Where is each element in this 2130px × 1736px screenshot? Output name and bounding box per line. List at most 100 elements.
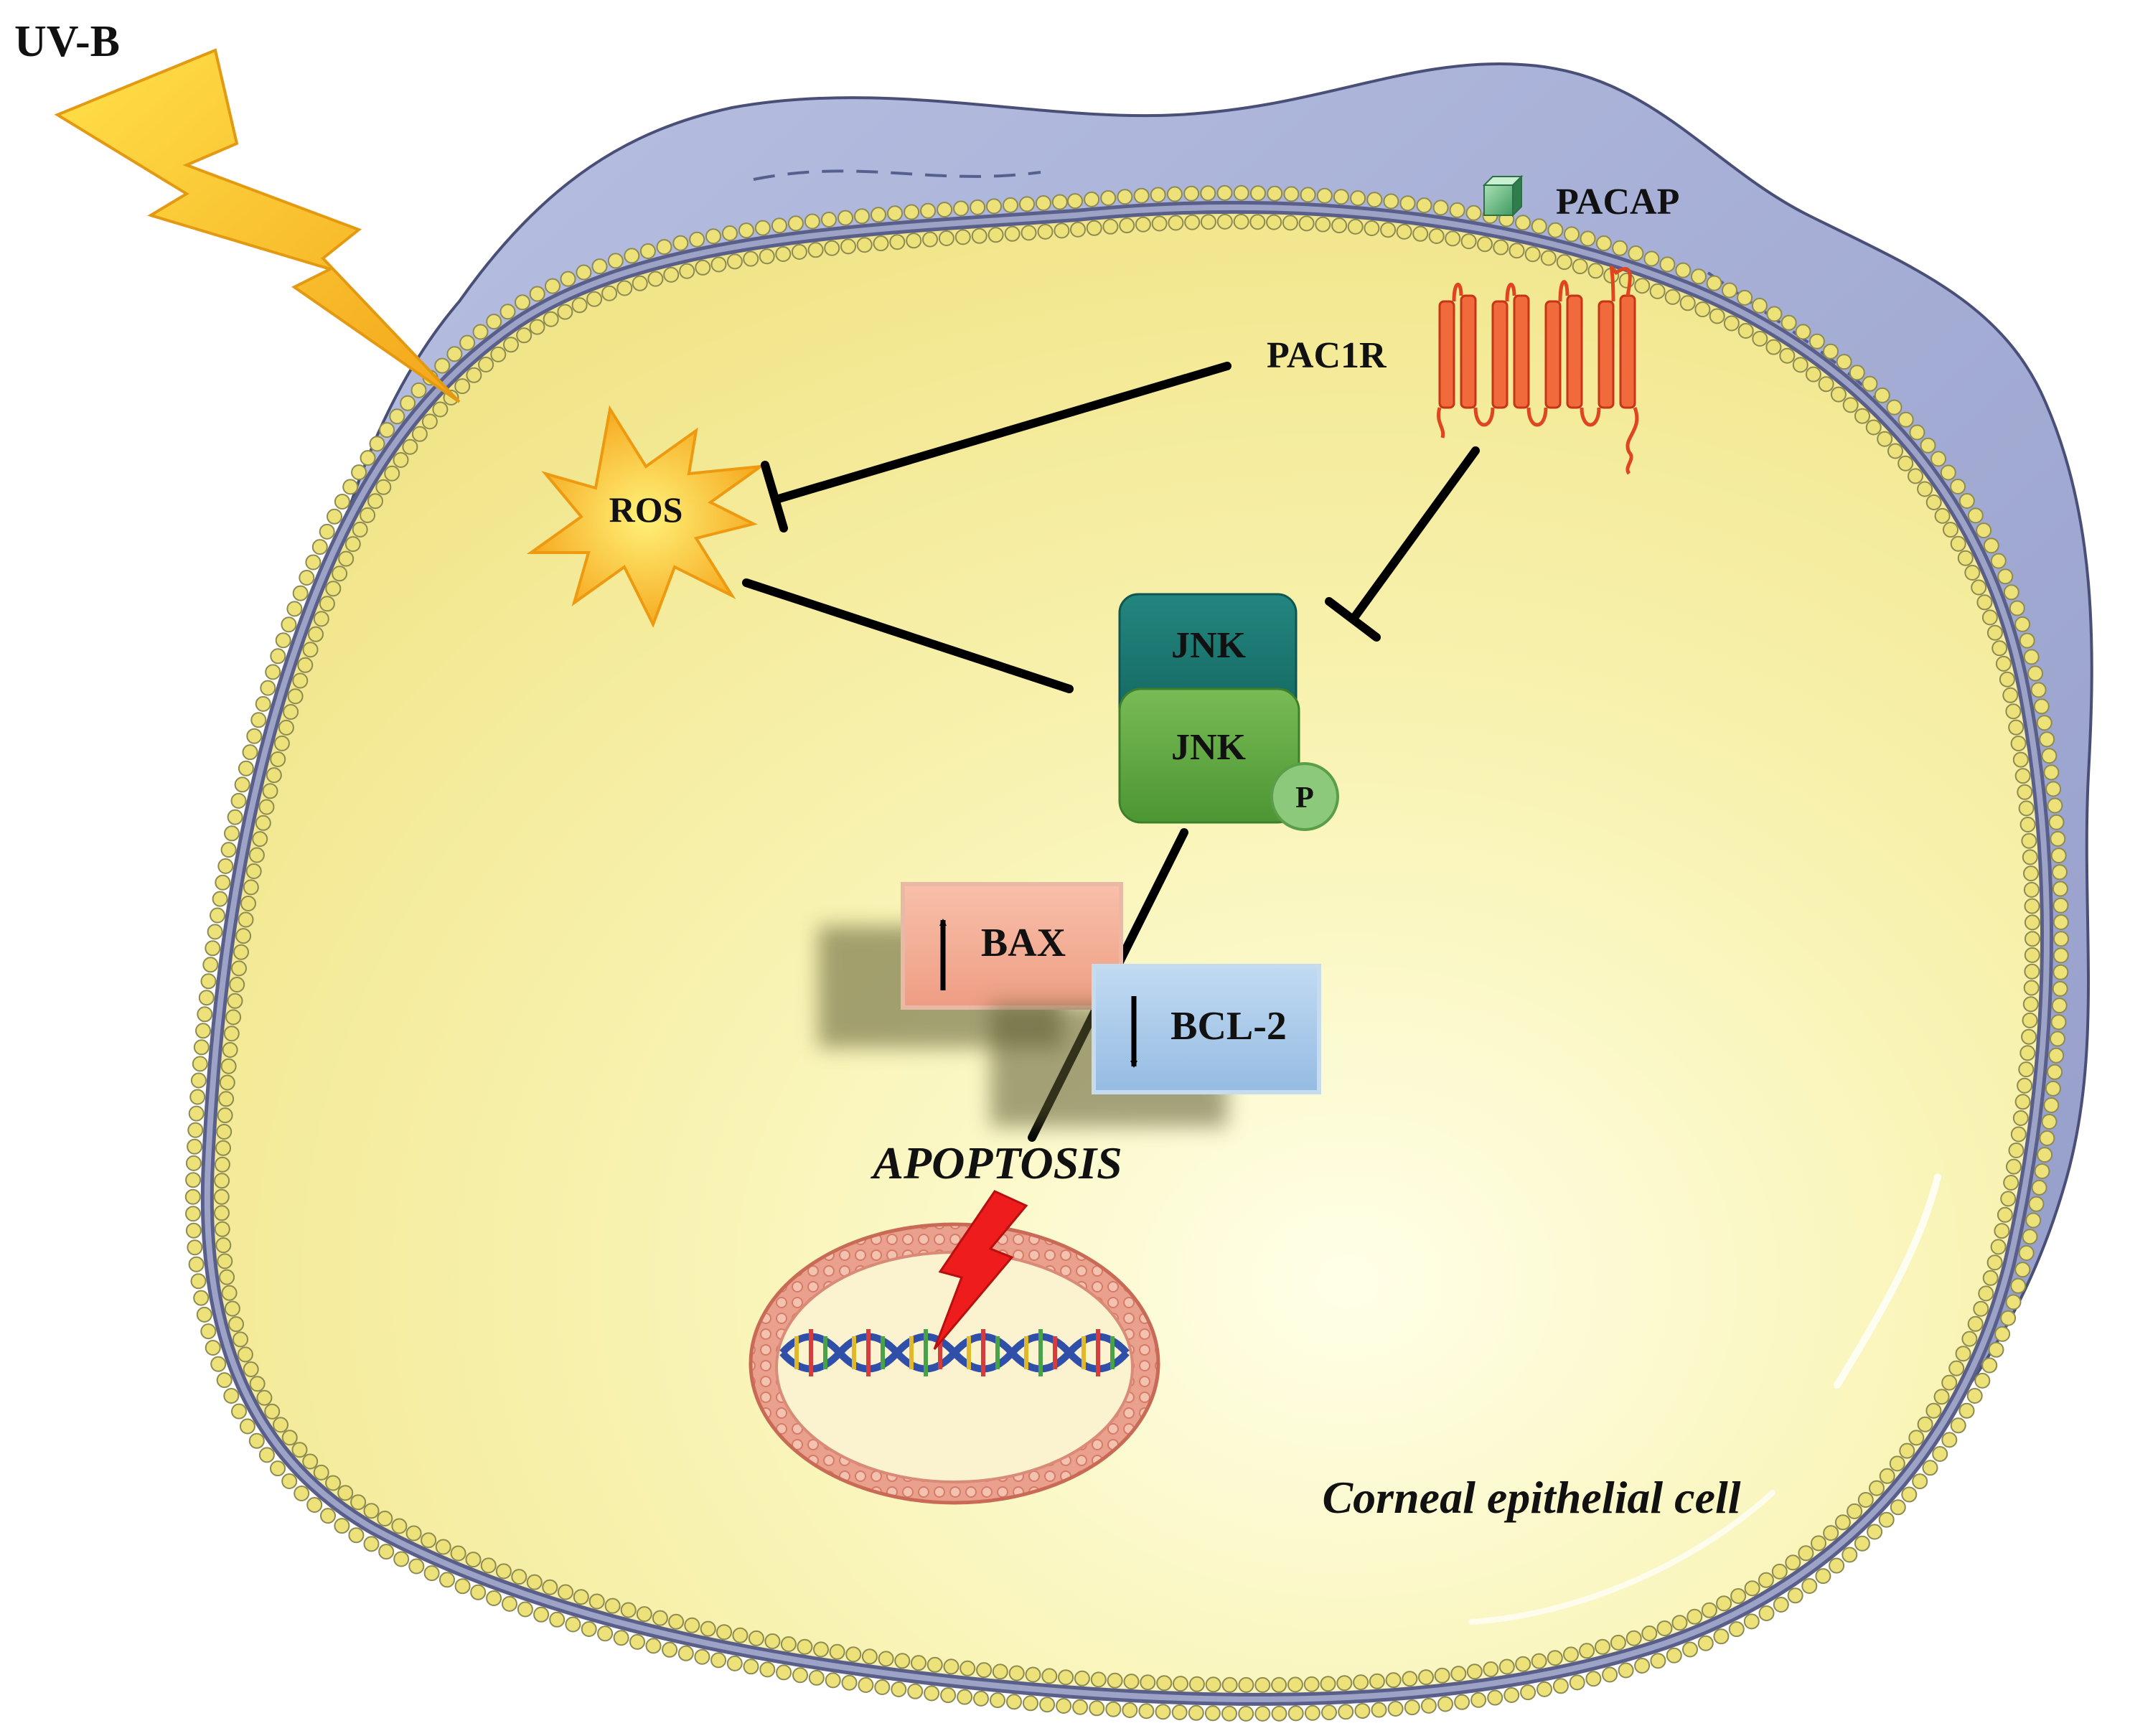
membrane-bead	[656, 239, 672, 255]
membrane-bead	[325, 1475, 342, 1491]
membrane-bead	[480, 1557, 497, 1574]
membrane-bead	[992, 1664, 1008, 1680]
membrane-bead	[1934, 507, 1951, 524]
membrane-bead	[1135, 216, 1151, 233]
membrane-bead	[1006, 1694, 1022, 1710]
membrane-bead	[1432, 200, 1449, 216]
phospho-group-icon	[1270, 762, 1339, 831]
membrane-bead	[1385, 1672, 1402, 1689]
membrane-bead	[2006, 1158, 2022, 1175]
membrane-bead	[1266, 214, 1282, 230]
membrane-bead	[2052, 947, 2069, 964]
membrane-bead	[2018, 1061, 2035, 1078]
membrane-bead	[275, 632, 291, 649]
membrane-bead	[217, 858, 234, 874]
pac1r-label: PAC1R	[1267, 335, 1387, 376]
membrane-bead	[1503, 1687, 1520, 1703]
membrane-bead	[273, 1417, 288, 1433]
membrane-bead	[1300, 187, 1316, 203]
pacap-cube-icon	[1482, 174, 1524, 217]
membrane-bead	[1084, 191, 1100, 207]
membrane-bead	[1051, 194, 1068, 210]
membrane-bead	[1282, 215, 1298, 231]
membrane-bead	[375, 479, 392, 495]
membrane-bead	[367, 493, 383, 510]
membrane-bead	[825, 1672, 841, 1689]
membrane-bead	[2012, 1110, 2029, 1126]
membrane-bead	[1445, 230, 1461, 247]
membrane-bead	[227, 993, 243, 1009]
membrane-bead	[1787, 1587, 1803, 1604]
membrane-bead	[529, 286, 545, 302]
membrane-bead	[1743, 1613, 1760, 1630]
membrane-bead	[808, 1669, 825, 1686]
membrane-bead	[1834, 1514, 1851, 1531]
membrane-bead	[1070, 221, 1086, 238]
membrane-bead	[694, 1648, 710, 1665]
membrane-bead	[1396, 223, 1412, 240]
membrane-bead	[1694, 301, 1711, 318]
membrane-bead	[821, 212, 837, 227]
membrane-bead	[1957, 550, 1974, 566]
membrane-bead	[529, 319, 545, 335]
membrane-bead	[190, 1072, 207, 1089]
membrane-bead	[1117, 189, 1133, 205]
membrane-bead	[1728, 1621, 1745, 1638]
membrane-bead	[764, 1633, 781, 1649]
membrane-bead	[1371, 1702, 1387, 1718]
membrane-bead	[1563, 1646, 1579, 1663]
membrane-bead	[1216, 184, 1233, 201]
membrane-bead	[218, 1091, 235, 1107]
membrane-bead	[2019, 817, 2036, 832]
membrane-bead	[792, 1667, 808, 1684]
membrane-bead	[2000, 1310, 2017, 1326]
membrane-bead	[2052, 881, 2068, 897]
membrane-bead	[1369, 1673, 1385, 1689]
membrane-bead	[292, 585, 309, 601]
membrane-bead	[616, 280, 633, 296]
membrane-bead	[189, 1089, 206, 1105]
membrane-bead	[2010, 1277, 2027, 1294]
membrane-bead	[1540, 250, 1557, 266]
membrane-bead	[878, 1651, 894, 1667]
membrane-bead	[771, 217, 787, 234]
membrane-bead	[255, 815, 271, 831]
membrane-bead	[1067, 193, 1083, 210]
membrane-bead	[1515, 1656, 1531, 1672]
membrane-bead	[1765, 339, 1782, 355]
membrane-bead	[400, 395, 416, 411]
membrane-bead	[202, 957, 219, 973]
membrane-bead	[1595, 235, 1612, 251]
membrane-bead	[1933, 1389, 1950, 1405]
membrane-bead	[270, 1460, 286, 1477]
membrane-bead	[953, 200, 970, 217]
bcl2-label: BCL-2	[1170, 1004, 1287, 1048]
membrane-bead	[1304, 1704, 1320, 1721]
membrane-bead	[1990, 1239, 2007, 1255]
membrane-bead	[1102, 218, 1119, 235]
membrane-bead	[281, 616, 297, 633]
membrane-bead	[1254, 1705, 1271, 1722]
membrane-bead	[689, 231, 705, 248]
membrane-bead	[319, 596, 335, 612]
membrane-bead	[1105, 1701, 1122, 1717]
membrane-bead	[224, 825, 240, 842]
membrane-bead	[2039, 731, 2055, 748]
inhibition-pac1r-to-jnk	[1325, 446, 1480, 642]
membrane-bead	[266, 767, 282, 784]
membrane-bead	[1347, 218, 1364, 235]
membrane-bead	[1579, 1643, 1595, 1659]
membrane-bead	[2021, 832, 2037, 849]
membrane-bead	[446, 346, 463, 362]
membrane-bead	[1950, 535, 1966, 552]
membrane-bead	[221, 1285, 238, 1301]
membrane-bead	[1643, 250, 1660, 267]
membrane-bead	[1922, 1460, 1938, 1476]
membrane-bead	[2052, 980, 2068, 997]
membrane-bead	[620, 1602, 637, 1618]
membrane-bead	[2023, 865, 2039, 882]
membrane-bead	[973, 1690, 989, 1707]
membrane-bead	[1994, 1326, 2011, 1342]
membrane-bead	[265, 664, 281, 680]
membrane-bead	[710, 1652, 727, 1669]
